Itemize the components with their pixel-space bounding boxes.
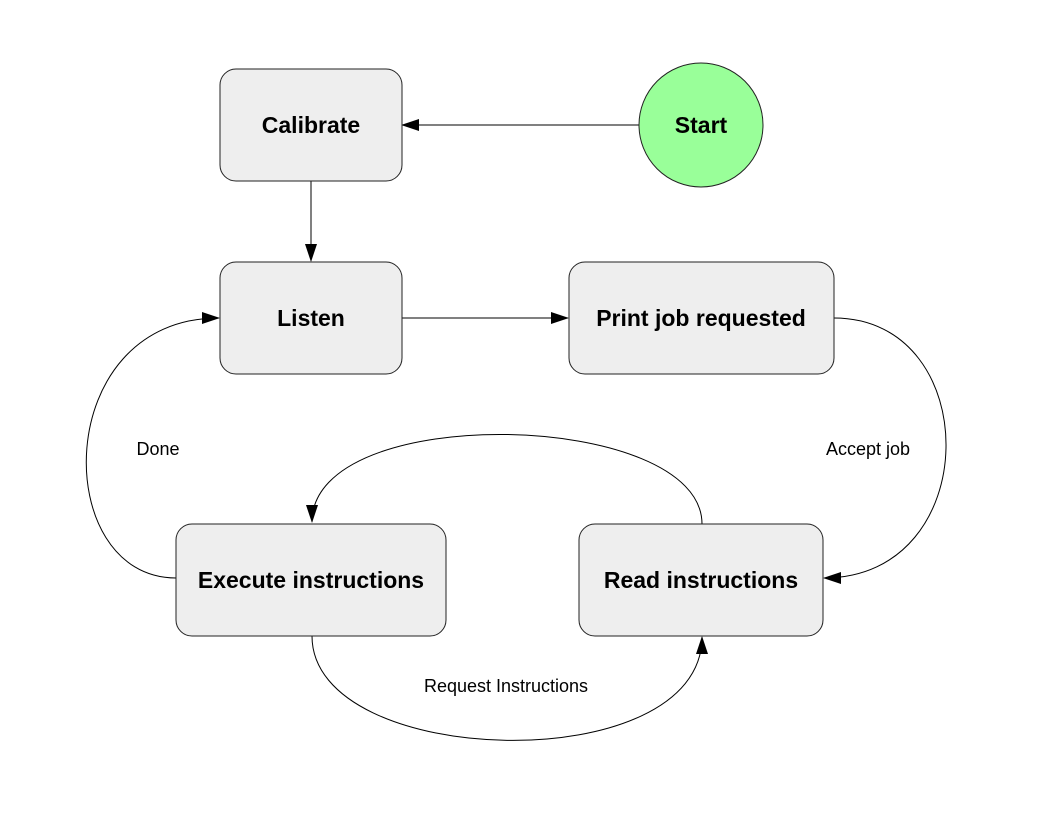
edge-label-request-instructions: Request Instructions bbox=[424, 676, 588, 696]
edge-label-accept-job: Accept job bbox=[826, 439, 910, 459]
node-start-label: Start bbox=[675, 112, 728, 138]
node-calibrate: Calibrate bbox=[219, 68, 403, 182]
edge-execute-to-read bbox=[311, 635, 708, 741]
node-read-instructions-label: Read instructions bbox=[604, 567, 798, 593]
node-listen-label: Listen bbox=[277, 305, 345, 331]
edge-execute-to-listen bbox=[85, 312, 220, 579]
node-print-job-requested-label: Print job requested bbox=[596, 305, 806, 331]
edge-read-to-execute bbox=[306, 434, 703, 525]
edge-print-job-to-read bbox=[823, 317, 947, 584]
node-print-job-requested: Print job requested bbox=[568, 261, 835, 375]
edge-label-done: Done bbox=[136, 439, 179, 459]
node-start: Start bbox=[638, 62, 764, 188]
node-read-instructions: Read instructions bbox=[578, 523, 824, 637]
node-calibrate-label: Calibrate bbox=[262, 112, 360, 138]
node-execute-instructions-label: Execute instructions bbox=[198, 567, 424, 593]
node-listen: Listen bbox=[219, 261, 403, 375]
node-execute-instructions: Execute instructions bbox=[175, 523, 447, 637]
